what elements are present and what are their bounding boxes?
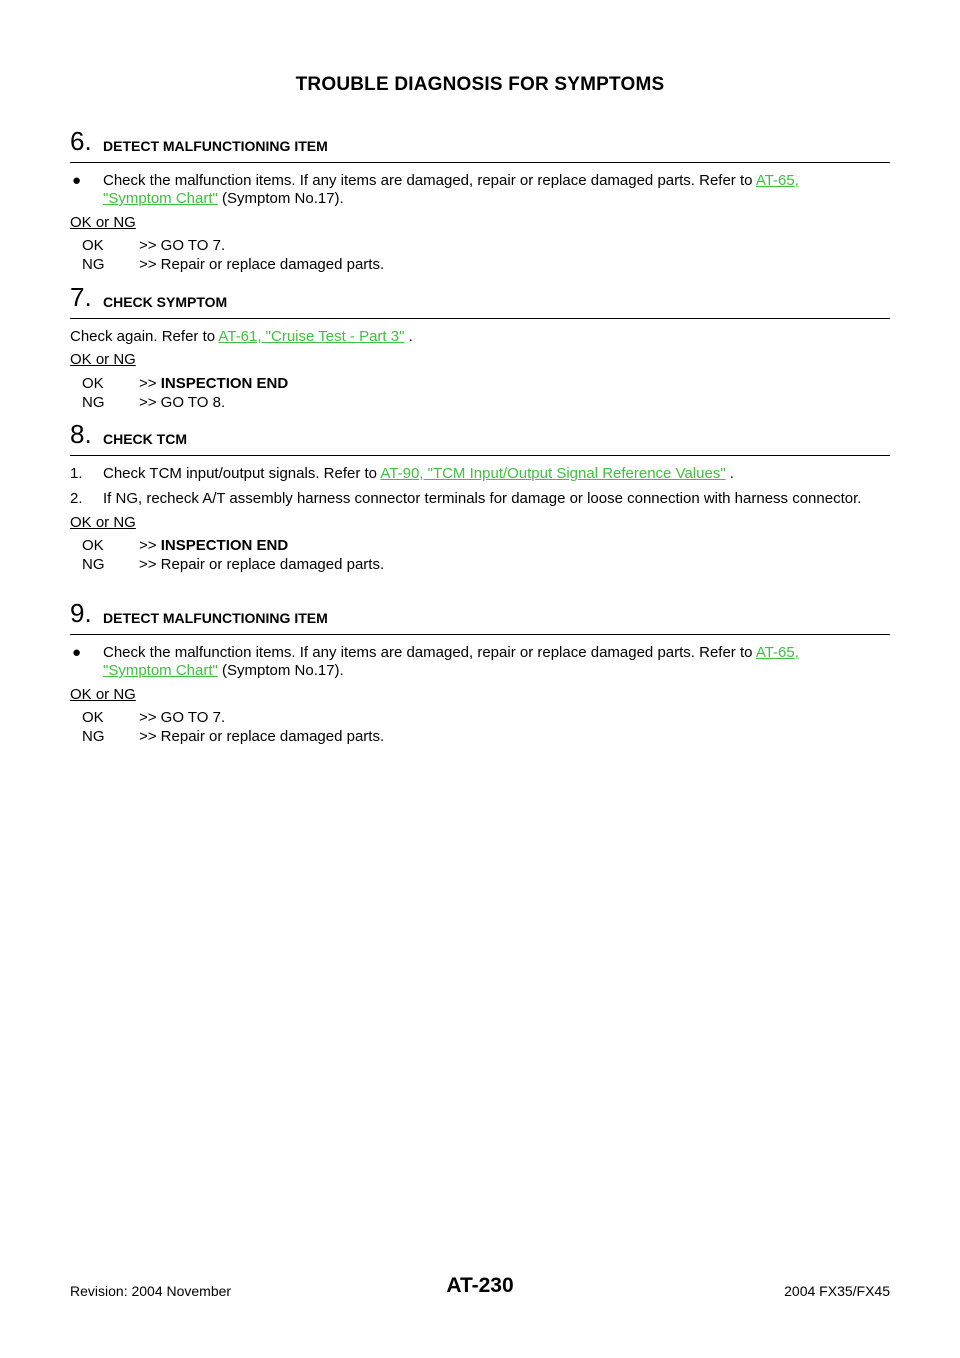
step-heading: DETECT MALFUNCTIONING ITEM — [103, 138, 328, 154]
step-number: 9. — [70, 598, 92, 628]
ok-or-ng-label: OK or NG — [70, 686, 136, 703]
result-text: >> Repair or replace damaged parts. — [139, 256, 385, 273]
instruction-text: . — [404, 328, 413, 345]
bullet-item: ● Check the malfunction items. If any it… — [70, 644, 890, 680]
instruction-text: Check again. Refer to — [70, 328, 219, 345]
step-header: 8. CHECK TCM — [70, 419, 890, 456]
instruction-text: Check TCM input/output signals. Refer to — [103, 465, 381, 482]
instruction-text: (Symptom No.17). — [217, 190, 344, 207]
result-list: OK >> INSPECTION END NG >> GO TO 8. — [70, 374, 890, 412]
instruction-text: (Symptom No.17). — [217, 662, 344, 679]
cross-reference-link[interactable]: AT-65, — [755, 172, 799, 189]
ok-or-ng-label: OK or NG — [70, 214, 136, 231]
result-code: OK — [82, 237, 104, 254]
bullet-icon: ● — [72, 172, 82, 189]
result-text: >> Repair or replace damaged parts. — [139, 728, 385, 745]
result-text: >> INSPECTION END — [139, 536, 288, 555]
result-text: >> GO TO 7. — [139, 237, 226, 254]
cross-reference-link[interactable]: AT-65, — [755, 644, 799, 661]
item-number: 1. — [70, 465, 83, 482]
item-number: 2. — [70, 490, 83, 507]
step-6: 6. DETECT MALFUNCTIONING ITEM ● Check th… — [70, 126, 890, 274]
step-header: 6. DETECT MALFUNCTIONING ITEM — [70, 126, 890, 163]
result-row: NG >> GO TO 8. — [70, 393, 890, 412]
result-row: NG >> Repair or replace damaged parts. — [70, 727, 890, 746]
result-list: OK >> GO TO 7. NG >> Repair or replace d… — [70, 708, 890, 746]
result-text: >> GO TO 7. — [139, 709, 226, 726]
result-emphasis: INSPECTION END — [160, 375, 289, 392]
step-8: 8. CHECK TCM 1. Check TCM input/output s… — [70, 419, 890, 574]
ok-or-ng-label: OK or NG — [70, 514, 136, 531]
step-header: 9. DETECT MALFUNCTIONING ITEM — [70, 598, 890, 635]
revision-date: Revision: 2004 November — [70, 1283, 232, 1299]
bullet-icon: ● — [72, 644, 82, 661]
result-prefix: >> — [139, 375, 161, 392]
page-number: AT-230 — [446, 1274, 514, 1297]
result-text: >> INSPECTION END — [139, 374, 288, 393]
result-code: NG — [82, 394, 105, 411]
result-code: OK — [82, 537, 104, 554]
step-header: 7. CHECK SYMPTOM — [70, 282, 890, 319]
cross-reference-link[interactable]: AT-90, "TCM Input/Output Signal Referenc… — [380, 465, 726, 482]
result-row: NG >> Repair or replace damaged parts. — [70, 255, 890, 274]
result-code: OK — [82, 709, 104, 726]
result-code: OK — [82, 375, 104, 392]
result-row: OK >> GO TO 7. — [70, 708, 890, 727]
bullet-item: ● Check the malfunction items. If any it… — [70, 172, 890, 208]
numbered-item: 1. Check TCM input/output signals. Refer… — [70, 465, 890, 483]
result-text: >> GO TO 8. — [139, 394, 226, 411]
result-text: >> Repair or replace damaged parts. — [139, 556, 385, 573]
numbered-item: 2. If NG, recheck A/T assembly harness c… — [70, 490, 890, 508]
result-row: OK >> GO TO 7. — [70, 236, 890, 255]
result-code: NG — [82, 556, 105, 573]
instruction-paragraph: Check again. Refer to AT-61, "Cruise Tes… — [70, 328, 890, 346]
ok-or-ng-label: OK or NG — [70, 351, 136, 368]
instruction-text: Check the malfunction items. If any item… — [103, 172, 756, 189]
result-row: NG >> Repair or replace damaged parts. — [70, 555, 890, 574]
step-heading: DETECT MALFUNCTIONING ITEM — [103, 610, 328, 626]
result-code: NG — [82, 728, 105, 745]
result-code: NG — [82, 256, 105, 273]
step-number: 6. — [70, 126, 92, 156]
vehicle-model: 2004 FX35/FX45 — [784, 1283, 890, 1299]
result-list: OK >> GO TO 7. NG >> Repair or replace d… — [70, 236, 890, 274]
cross-reference-link[interactable]: "Symptom Chart" — [103, 662, 218, 679]
instruction-text: If NG, recheck A/T assembly harness conn… — [103, 490, 862, 507]
result-row: OK >> INSPECTION END — [70, 374, 890, 393]
result-emphasis: INSPECTION END — [160, 537, 289, 554]
cross-reference-link[interactable]: AT-61, "Cruise Test - Part 3" — [218, 328, 405, 345]
step-number: 8. — [70, 419, 92, 449]
step-heading: CHECK SYMPTOM — [103, 294, 228, 310]
instruction-text: Check the malfunction items. If any item… — [103, 644, 756, 661]
instruction-text: . — [725, 465, 734, 482]
cross-reference-link[interactable]: "Symptom Chart" — [103, 190, 218, 207]
result-prefix: >> — [139, 537, 161, 554]
step-heading: CHECK TCM — [103, 431, 187, 447]
page-title: TROUBLE DIAGNOSIS FOR SYMPTOMS — [295, 74, 665, 95]
result-row: OK >> INSPECTION END — [70, 536, 890, 555]
step-9: 9. DETECT MALFUNCTIONING ITEM ● Check th… — [70, 598, 890, 746]
step-number: 7. — [70, 282, 92, 312]
result-list: OK >> INSPECTION END NG >> Repair or rep… — [70, 536, 890, 574]
step-7: 7. CHECK SYMPTOM Check again. Refer to A… — [70, 282, 890, 412]
